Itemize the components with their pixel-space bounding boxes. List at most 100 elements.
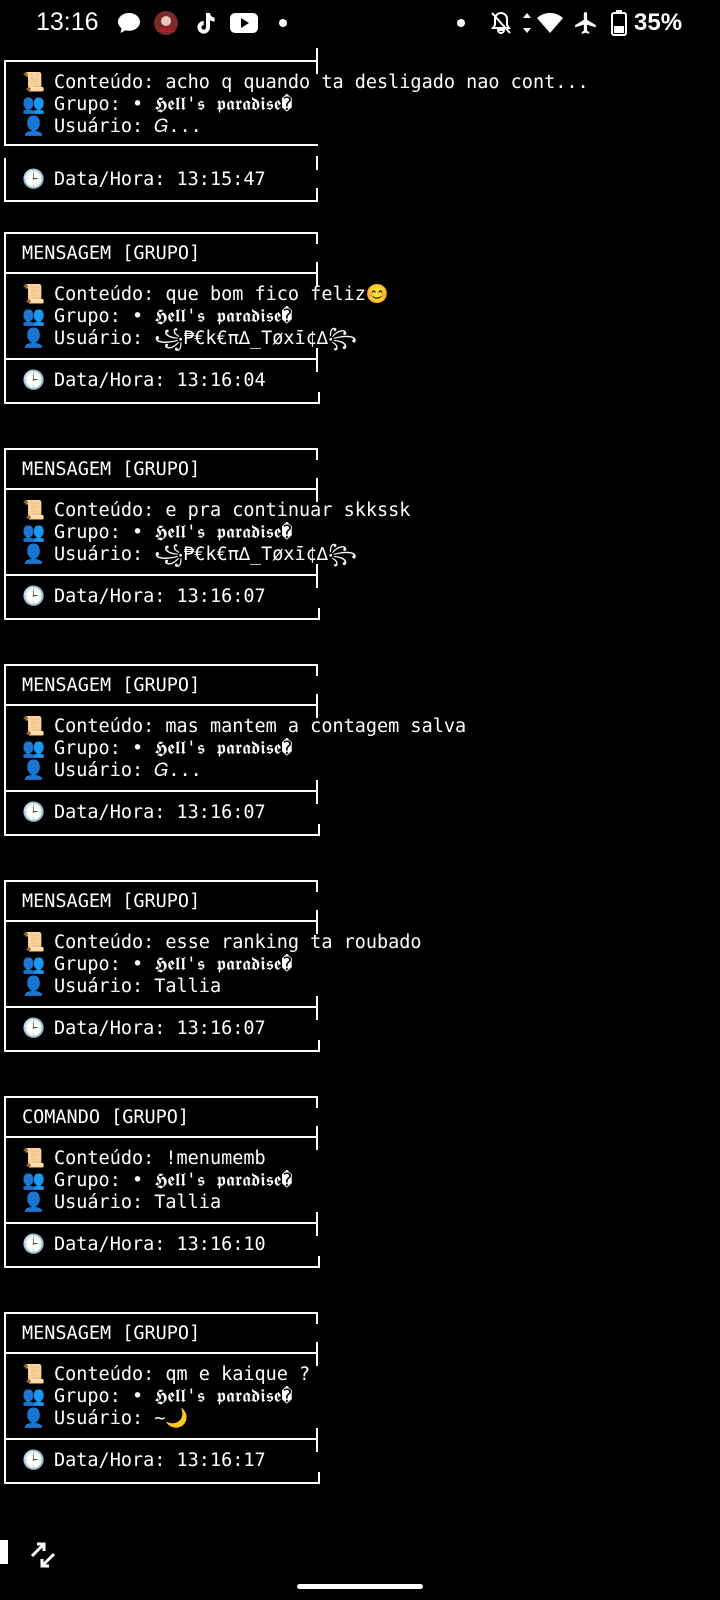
entry-header: MENSAGEM [GRUPO] (4, 1312, 318, 1354)
user-icon: 👤 (22, 760, 46, 781)
user-icon: 👤 (22, 1192, 46, 1213)
entry-footer: 🕒Data/Hora: 13:16:04 (4, 360, 320, 404)
entry-footer: 🕒Data/Hora: 13:16:07 (4, 1008, 320, 1052)
datetime-line: 🕒Data/Hora: 13:15:47 (22, 169, 266, 191)
extra-keys-handle[interactable] (0, 1540, 8, 1564)
dot-icon (278, 10, 288, 36)
entry-footer: 🕒Data/Hora: 13:15:47 (4, 156, 318, 202)
content-line: 📜Conteúdo: e pra continuar skkssk (22, 500, 410, 522)
datetime-value: 13:16:04 (176, 370, 266, 391)
battery-percent: 35% (634, 9, 683, 36)
entry-type: COMANDO [GRUPO] (22, 1107, 190, 1128)
separator (4, 1006, 318, 1008)
group-line: 👥Grupo: • 𝕳𝖊𝖑𝖑'𝖘 𝖕𝖆𝖗𝖆𝖉𝖎𝖘𝖊� (22, 738, 292, 760)
group-label: Grupo: (54, 1170, 121, 1191)
user-label: Usuário: (54, 328, 144, 349)
group-value: • 𝕳𝖊𝖑𝖑'𝖘 𝖕𝖆𝖗𝖆𝖉𝖎𝖘𝖊� (131, 522, 293, 543)
entry-footer: 🕒 Data/Hora: 13:16:17 (4, 1440, 320, 1484)
user-value: 𝐺... (154, 116, 202, 137)
entry-body: 📜Conteúdo: acho q quando ta desligado na… (4, 60, 589, 146)
home-indicator[interactable] (297, 1584, 423, 1589)
entry-type: MENSAGEM [GRUPO] (22, 1323, 201, 1344)
entry-body: 📜Conteúdo: mas mantem a contagem salva 👥… (4, 706, 466, 790)
user-line: 👤Usuário: ꧁₱€k€π∆_Tøxī¢∆꧂ (22, 328, 357, 350)
clock-icon: 🕒 (22, 1018, 46, 1039)
entry-header: MENSAGEM [GRUPO] (4, 448, 318, 490)
clock-icon: 🕒 (22, 1450, 46, 1471)
group-label: Grupo: (54, 738, 121, 759)
content-line: 📜 Conteúdo: qm e kaique ? (22, 1364, 310, 1386)
content-value: acho q quando ta desligado nao cont... (165, 72, 589, 93)
user-value: ~🌙 (154, 1408, 189, 1429)
scroll-icon: 📜 (22, 1364, 46, 1385)
user-label: Usuário: (54, 544, 144, 565)
datetime-label: Data/Hora: (54, 1450, 166, 1471)
entry-header: MENSAGEM [GRUPO] (4, 232, 318, 274)
datetime-value: 13:15:47 (176, 169, 266, 190)
scroll-icon: 📜 (22, 716, 46, 737)
user-line: 👤 Usuário: 𝐺... (22, 760, 202, 782)
content-label: Conteúdo: (54, 284, 155, 305)
wifi-icon (536, 10, 564, 36)
datetime-value: 13:16:17 (176, 1450, 266, 1471)
group-value: • 𝕳𝖊𝖑𝖑'𝖘 𝖕𝖆𝖗𝖆𝖉𝖎𝖘𝖊� (131, 1170, 293, 1191)
group-value: • 𝕳𝖊𝖑𝖑'𝖘 𝖕𝖆𝖗𝖆𝖉𝖎𝖘𝖊� (131, 954, 293, 975)
content-value: qm e kaique ? (165, 1364, 311, 1385)
expand-arrows-icon[interactable] (28, 1540, 58, 1577)
bell-off-icon (488, 10, 514, 36)
entry-header: MENSAGEM [GRUPO] (4, 880, 318, 922)
content-label: Conteúdo: (54, 500, 155, 521)
content-label: Conteúdo: (54, 1364, 155, 1385)
separator (4, 790, 318, 792)
user-value: Tallia (154, 1192, 222, 1213)
user-value: Tallia (154, 976, 222, 997)
group-icon: 👥 (22, 306, 46, 327)
user-value: 𝐺... (154, 760, 202, 781)
user-icon: 👤 (22, 116, 46, 137)
user-label: Usuário: (54, 1192, 144, 1213)
content-line: 📜Conteúdo: esse ranking ta roubado (22, 932, 422, 954)
datetime-label: Data/Hora: (54, 370, 166, 391)
user-line: 👤 Usuário: Tallia (22, 1192, 221, 1214)
separator (4, 574, 318, 576)
entry-type: MENSAGEM [GRUPO] (22, 459, 201, 480)
content-line: 📜Conteúdo: acho q quando ta desligado na… (22, 72, 589, 94)
separator (4, 704, 318, 706)
user-line: 👤Usuário: Tallia (22, 976, 221, 998)
entry-body: 📜Conteúdo: que bom fico feliz😊 👥Grupo: •… (4, 274, 389, 358)
airplane-icon (572, 10, 600, 36)
content-value: mas mantem a contagem salva (165, 716, 467, 737)
group-value: • 𝕳𝖊𝖑𝖑'𝖘 𝖕𝖆𝖗𝖆𝖉𝖎𝖘𝖊� (131, 306, 293, 327)
user-icon: 👤 (22, 976, 46, 997)
entry-body: 📜Conteúdo: e pra continuar skkssk 👥Grupo… (4, 490, 410, 574)
group-label: Grupo: (54, 306, 121, 327)
user-label: Usuário: (54, 1408, 144, 1429)
battery-icon (610, 10, 628, 36)
datetime-line: 🕒Data/Hora: 13:16:07 (22, 586, 266, 608)
user-icon: 👤 (22, 544, 46, 565)
datetime-line: 🕒Data/Hora: 13:16:07 (22, 802, 266, 824)
separator (4, 1438, 318, 1440)
content-label: Conteúdo: (54, 932, 155, 953)
datetime-label: Data/Hora: (54, 169, 166, 190)
datetime-line: 🕒 Data/Hora: 13:16:17 (22, 1450, 266, 1472)
content-line: 📜Conteúdo: mas mantem a contagem salva (22, 716, 466, 738)
user-label: Usuário: (54, 760, 144, 781)
datetime-value: 13:16:10 (176, 1234, 266, 1255)
group-icon: 👥 (22, 522, 46, 543)
terminal-log[interactable]: 📜 Conteúdo: acho q quando ta desligado na… (0, 0, 720, 1520)
group-icon: 👥 (22, 954, 46, 975)
group-line: 👥Grupo: • 𝕳𝖊𝖑𝖑'𝖘 𝖕𝖆𝖗𝖆𝖉𝖎𝖘𝖊� (22, 1386, 292, 1408)
user-line: 👤 Usuário: ~🌙 (22, 1408, 188, 1430)
datetime-line: 🕒Data/Hora: 13:16:10 (22, 1234, 266, 1256)
scroll-icon: 📜 (22, 932, 46, 953)
datetime-label: Data/Hora: (54, 586, 166, 607)
user-icon: 👤 (22, 1408, 46, 1429)
entry-type: MENSAGEM [GRUPO] (22, 243, 201, 264)
tiktok-icon (192, 10, 218, 36)
youtube-icon (230, 10, 258, 36)
status-time: 13:16 (36, 8, 99, 36)
user-value: ꧁₱€k€π∆_Tøxī¢∆꧂ (154, 328, 357, 349)
chat-bubble-icon (116, 10, 142, 36)
group-value: • 𝕳𝖊𝖑𝖑'𝖘 𝖕𝖆𝖗𝖆𝖉𝖎𝖘𝖊� (131, 94, 293, 115)
